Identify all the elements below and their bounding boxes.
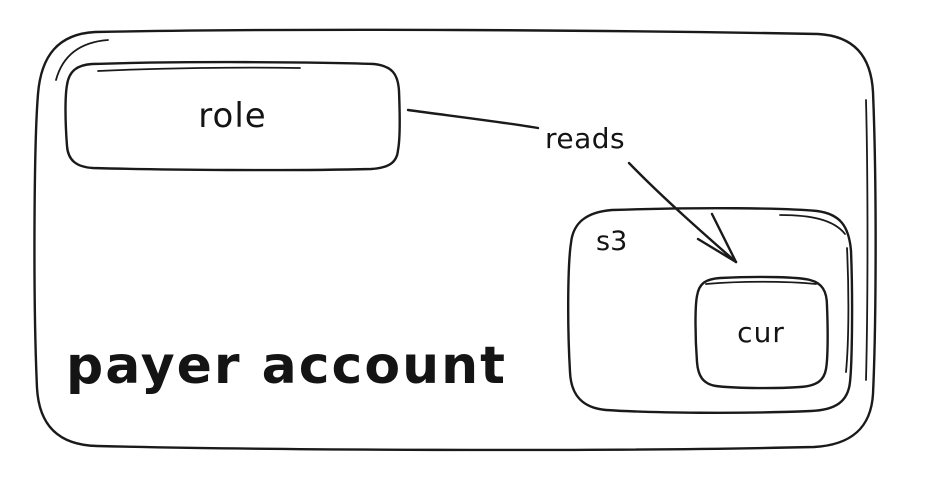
reads-edge-label: reads [545,122,626,155]
s3-node-label: s3 [596,226,628,257]
role-box [64,60,401,172]
s3-box [566,206,854,415]
payer-account-box [33,28,877,452]
cur-node-label: cur [737,315,785,349]
reads-arrow [627,161,738,264]
role-reads-connector [406,108,540,130]
payer-account-node-label: payer account [66,336,507,396]
role-node-label: role [198,96,267,136]
cur-box [694,275,829,390]
